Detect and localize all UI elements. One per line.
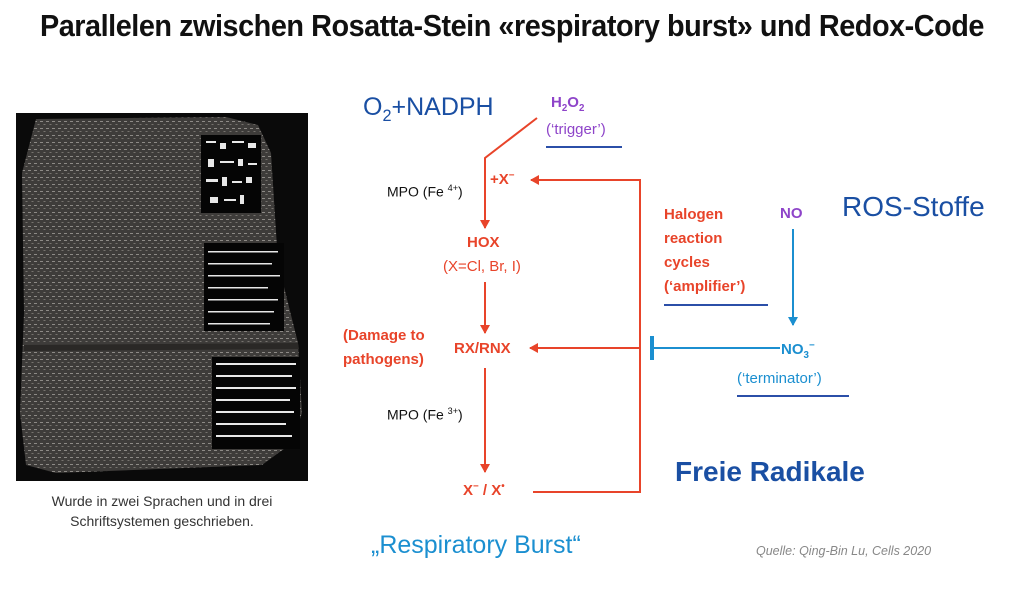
h2o2-to-hox-line xyxy=(480,117,538,229)
terminator-underline xyxy=(737,395,849,397)
rosetta-stone-image xyxy=(16,113,308,481)
x-minus-label: +X− xyxy=(490,170,515,188)
amplifier-underline xyxy=(664,304,768,306)
halogen-cycle-loop xyxy=(530,175,641,493)
hox-note-label: (X=Cl, Br, I) xyxy=(443,258,521,275)
o2-nadph-label: O2+NADPH xyxy=(363,93,494,125)
terminator-label: (‘terminator’) xyxy=(737,370,822,387)
source-citation: Quelle: Qing-Bin Lu, Cells 2020 xyxy=(756,544,932,558)
no-label: NO xyxy=(780,205,803,222)
rx-rnx-label: RX/RNX xyxy=(454,340,511,357)
halogen-line3: cycles xyxy=(664,254,710,271)
freie-radikale-label: Freie Radikale xyxy=(675,456,865,487)
ros-stoffe-label: ROS-Stoffe xyxy=(842,191,985,222)
amplifier-label: (‘amplifier’) xyxy=(664,278,746,295)
h2o2-label: H2O2 xyxy=(551,94,585,114)
respiratory-burst-label: „Respiratory Burst“ xyxy=(371,531,581,559)
mpo-fe3-label: MPO (Fe 3+) xyxy=(387,406,463,423)
trigger-label: (‘trigger’) xyxy=(546,121,606,138)
mpo-fe4-label: MPO (Fe 4+) xyxy=(387,183,463,200)
hox-label: HOX xyxy=(467,234,500,251)
no3-label: NO3− xyxy=(781,340,815,361)
damage-line2: pathogens) xyxy=(343,351,424,368)
x-radical-label: X− / X• xyxy=(463,481,505,499)
halogen-line2: reaction xyxy=(664,230,723,247)
damage-line1: (Damage to xyxy=(343,327,425,344)
image-caption: Wurde in zwei Sprachen und in drei Schri… xyxy=(51,493,273,529)
halogen-line1: Halogen xyxy=(664,206,724,223)
page-title: Parallelen zwischen Rosatta-Stein «respi… xyxy=(39,8,985,43)
trigger-underline xyxy=(546,146,622,148)
